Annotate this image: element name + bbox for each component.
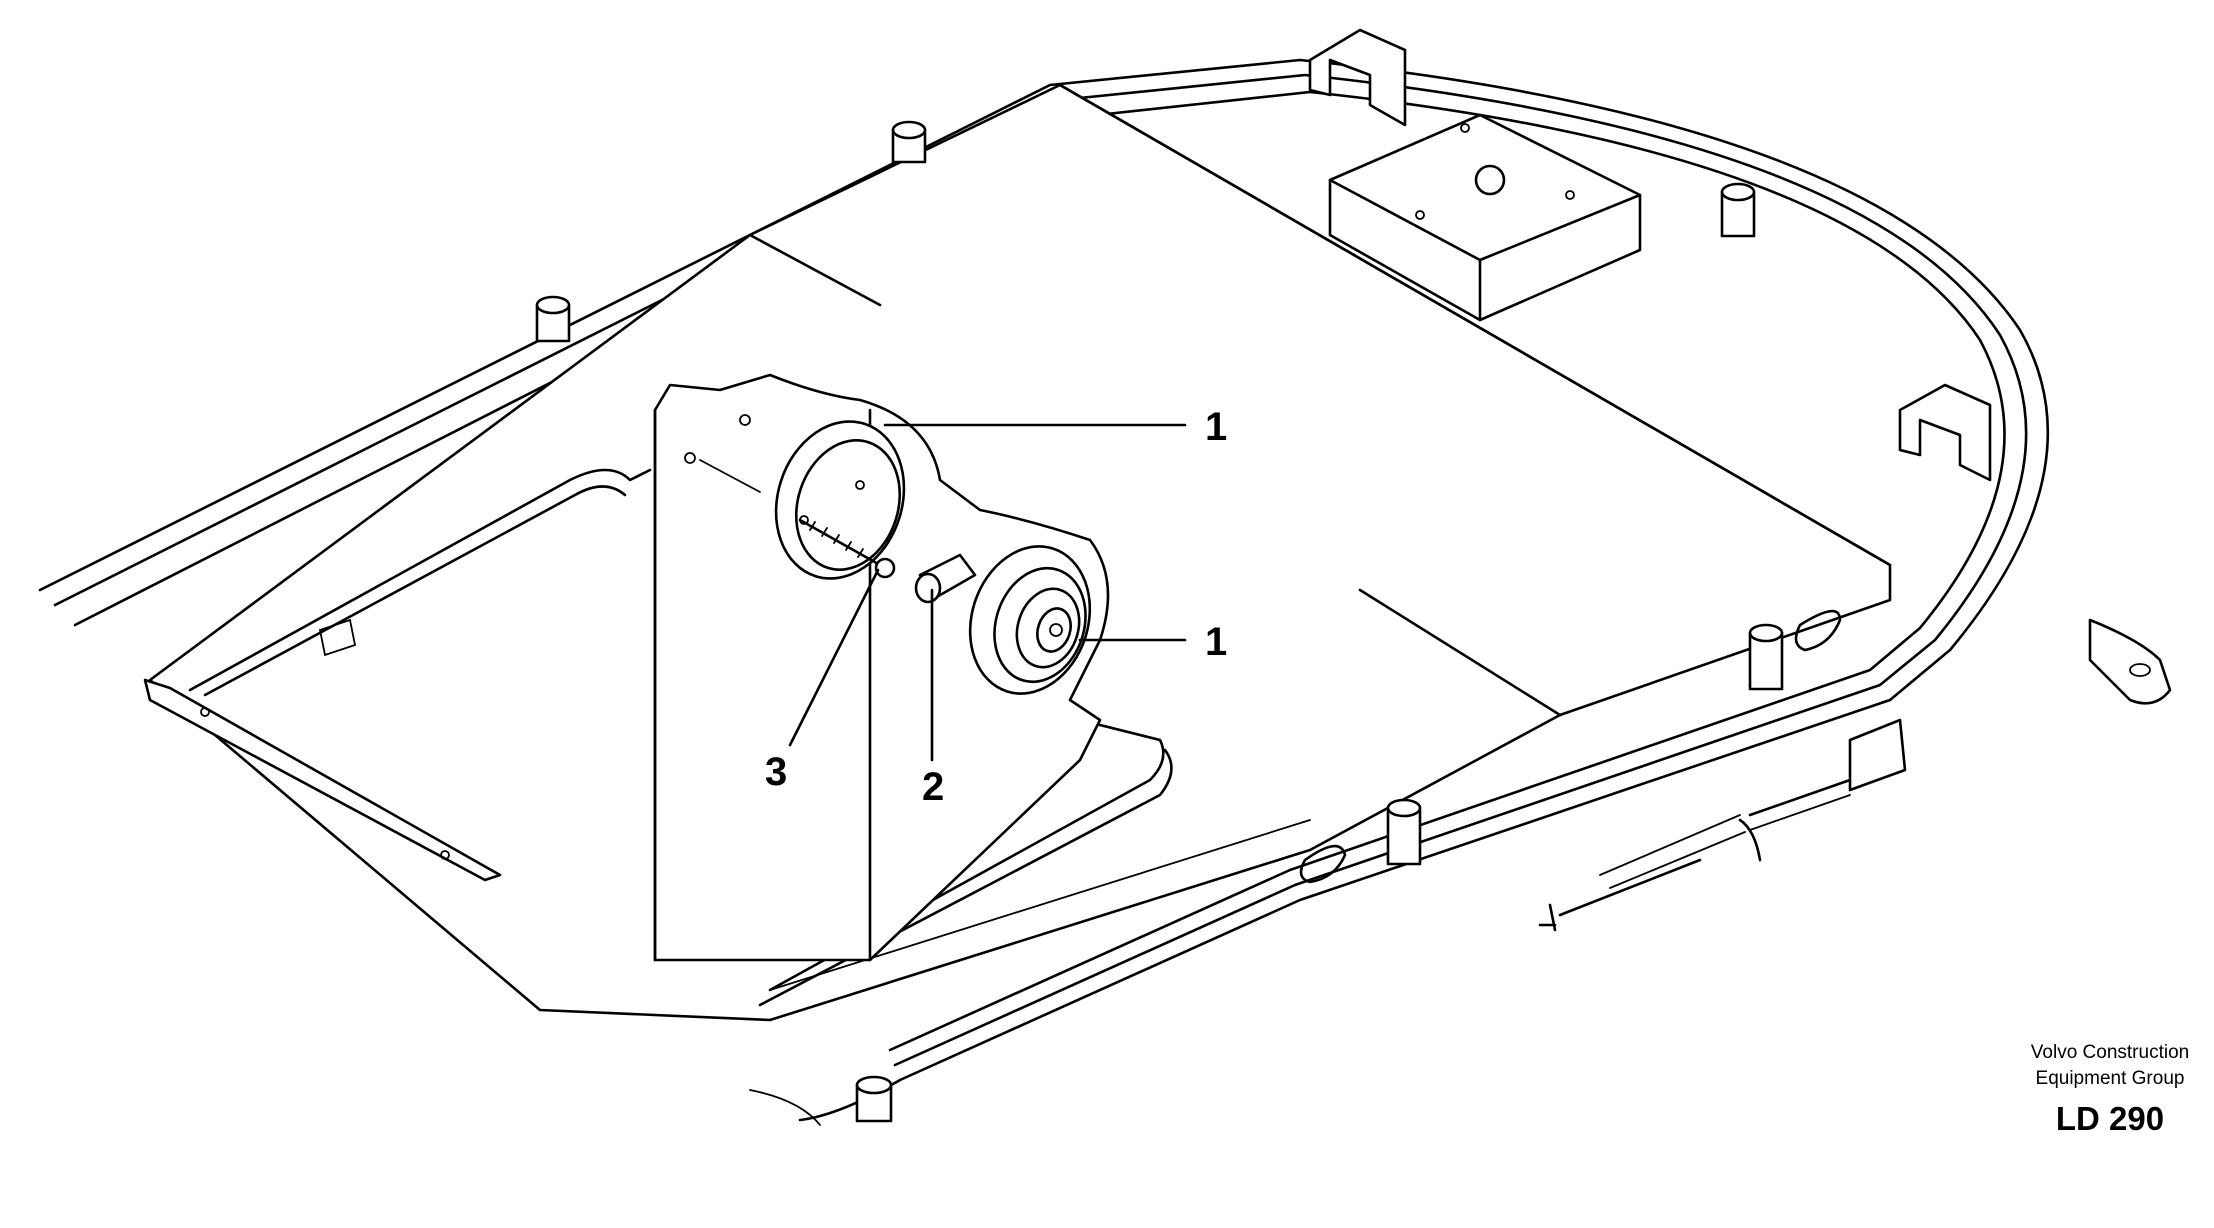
callout-leaders: [788, 423, 1187, 762]
lower-fragments: [1538, 718, 1907, 932]
mount-2: [535, 295, 571, 343]
mount-4: [1748, 623, 1784, 691]
drawing-code: LD 290: [2055, 1100, 2165, 1137]
roof-frame: [38, 58, 2050, 1126]
rubber-mounts: [535, 120, 1784, 1123]
front-strip: [143, 678, 502, 882]
mount-6: [855, 1075, 893, 1123]
publisher-caption: Volvo Construction Equipment Group LD 29…: [1990, 1040, 2214, 1138]
screw-part: [798, 518, 896, 579]
horn-lower: [968, 545, 1092, 695]
callout-label-3: 3: [765, 750, 787, 794]
mount-3: [1720, 182, 1756, 238]
callout-label-1-upper: 1: [1205, 405, 1227, 449]
mount-5: [1386, 798, 1422, 866]
spacer-part: [914, 553, 977, 604]
side-slots: [1299, 609, 1842, 884]
cab-opening: [188, 468, 1173, 1007]
company-name-line1: Volvo Construction: [2030, 1042, 2190, 1063]
frame-brackets: [1308, 28, 2172, 705]
company-name-line2: Equipment Group: [2035, 1068, 2185, 1089]
mount-1: [891, 120, 927, 164]
callout-label-2: 2: [922, 765, 944, 809]
horn-upper: [774, 420, 906, 580]
callout-label-1-lower: 1: [1205, 620, 1227, 664]
roof-hood: [1328, 113, 1642, 322]
